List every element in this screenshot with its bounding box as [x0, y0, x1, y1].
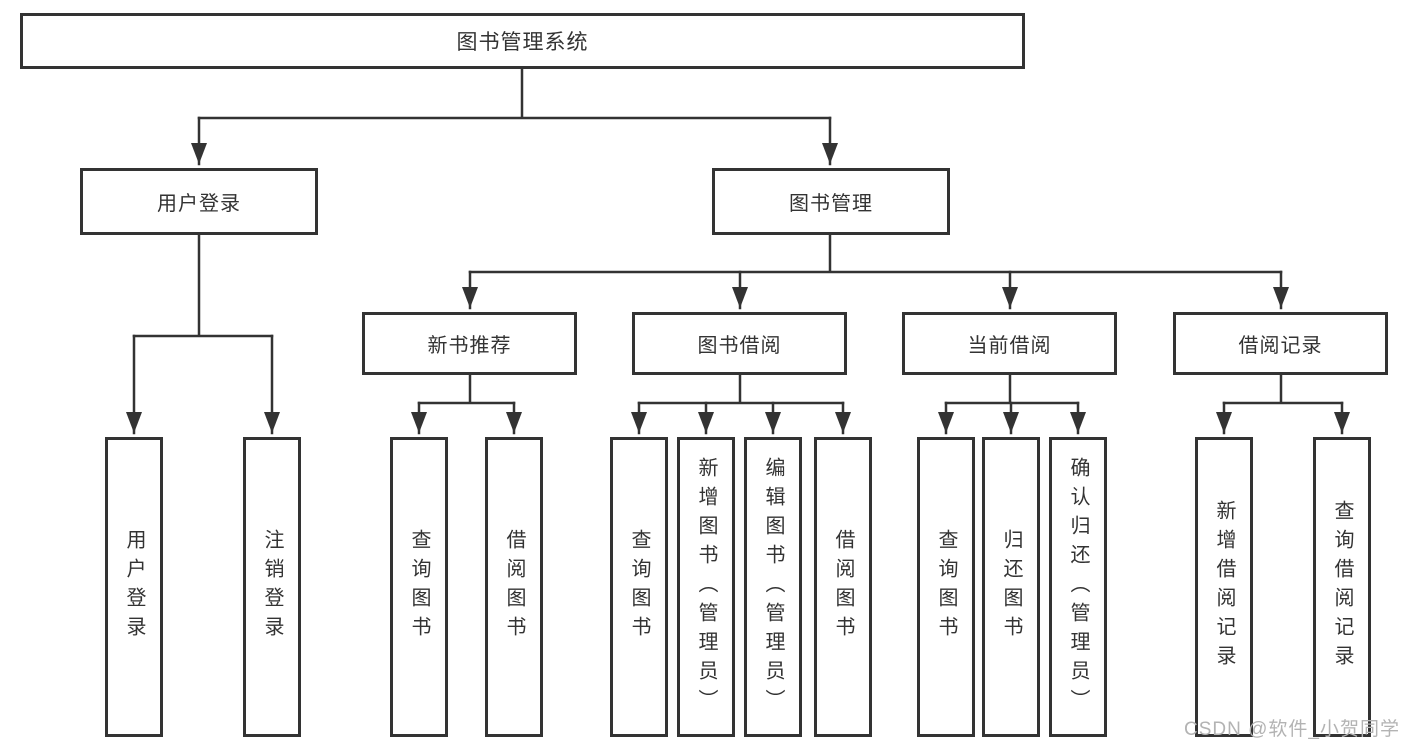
- leaf-user-login-label: 用户登录: [123, 529, 145, 645]
- node-new-book-recommend-label: 新书推荐: [427, 335, 512, 357]
- node-current-borrow: 当前借阅: [902, 312, 1117, 375]
- leaf-logout: 注销登录: [243, 437, 301, 737]
- trunk-book-borrow: [637, 373, 845, 405]
- node-new-book-recommend: 新书推荐: [362, 312, 577, 375]
- leaf-add-borrow-record-label: 新增借阅记录: [1213, 500, 1235, 674]
- leaf-edit-books-admin-label: 编辑图书（管理员）: [762, 456, 784, 718]
- node-borrow-records: 借阅记录: [1173, 312, 1388, 375]
- node-book-borrow: 图书借阅: [632, 312, 847, 375]
- leaf-query-borrow-record-label: 查询借阅记录: [1331, 500, 1353, 674]
- leaf-add-books-admin: 新增图书（管理员）: [677, 437, 735, 737]
- node-user-login-label: 用户登录: [157, 193, 241, 215]
- leaf-add-borrow-record: 新增借阅记录: [1195, 437, 1253, 737]
- leaf-query-books-borrow-label: 查询图书: [628, 529, 650, 645]
- csdn-watermark: CSDN @软件_小贺同学: [1184, 719, 1400, 740]
- node-root: 图书管理系统: [20, 13, 1025, 69]
- leaf-borrow-books: 借阅图书: [814, 437, 872, 737]
- leaf-query-books-recommend: 查询图书: [390, 437, 448, 737]
- trunk-root: [197, 67, 832, 120]
- trunk-book-mgmt: [468, 233, 1283, 274]
- trunk-new-book: [417, 373, 516, 405]
- leaf-logout-label: 注销登录: [261, 529, 283, 645]
- leaf-user-login: 用户登录: [105, 437, 163, 737]
- leaf-query-borrow-record: 查询借阅记录: [1313, 437, 1371, 737]
- leaf-borrow-books-recommend-label: 借阅图书: [503, 529, 525, 645]
- trunk-current-borrow: [944, 373, 1080, 405]
- leaf-confirm-return-admin: 确认归还（管理员）: [1049, 437, 1107, 737]
- leaf-edit-books-admin: 编辑图书（管理员）: [744, 437, 802, 737]
- node-root-label: 图书管理系统: [456, 31, 589, 54]
- node-current-borrow-label: 当前借阅: [967, 335, 1052, 357]
- leaf-query-books-current-label: 查询图书: [935, 529, 957, 645]
- trunk-user-login: [132, 233, 274, 338]
- leaf-add-books-admin-label: 新增图书（管理员）: [695, 456, 717, 718]
- trunk-borrow-records: [1222, 373, 1344, 405]
- leaf-borrow-books-recommend: 借阅图书: [485, 437, 543, 737]
- leaf-confirm-return-admin-label: 确认归还（管理员）: [1067, 456, 1089, 718]
- leaf-return-books-label: 归还图书: [1000, 529, 1022, 645]
- node-book-management: 图书管理: [712, 168, 950, 235]
- leaf-query-books-current: 查询图书: [917, 437, 975, 737]
- node-book-borrow-label: 图书借阅: [697, 335, 782, 357]
- leaf-return-books: 归还图书: [982, 437, 1040, 737]
- node-user-login: 用户登录: [80, 168, 318, 235]
- node-borrow-records-label: 借阅记录: [1238, 335, 1323, 357]
- leaf-borrow-books-label: 借阅图书: [832, 529, 854, 645]
- node-book-management-label: 图书管理: [789, 193, 873, 215]
- leaf-query-books-borrow: 查询图书: [610, 437, 668, 737]
- leaf-query-books-recommend-label: 查询图书: [408, 529, 430, 645]
